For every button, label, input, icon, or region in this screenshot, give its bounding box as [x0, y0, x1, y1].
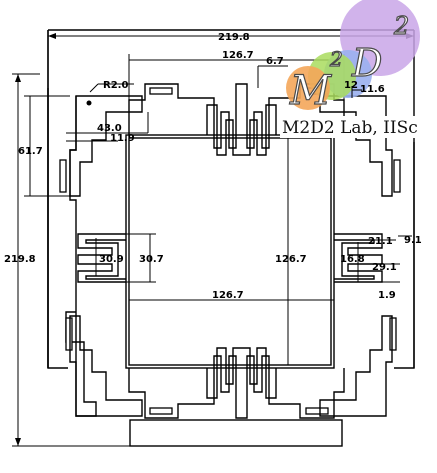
flexure-top-inner	[206, 104, 277, 156]
left-slot-lower	[65, 317, 73, 351]
dim-inner-width-top: 126.7	[222, 50, 254, 61]
corner-bracket-tl	[69, 95, 143, 197]
dim-arrow	[15, 74, 21, 82]
top-slot-left	[149, 87, 173, 95]
flexure-left	[77, 233, 126, 283]
dim-inner-width-middle: 126.7	[212, 290, 244, 301]
bottom-slot-right	[305, 407, 329, 415]
central-platform	[125, 134, 335, 369]
logo-letter-2b: 2	[393, 12, 409, 40]
flexure-left-inner	[85, 239, 126, 280]
inner-window	[128, 137, 332, 366]
dim-arrow	[15, 438, 21, 446]
logo-letter-2a: 2	[329, 47, 343, 71]
right-slot-upper	[393, 159, 401, 193]
dim-top-slot: 6.7	[266, 56, 284, 67]
brand-label: M2D2 Lab, IISc	[282, 118, 418, 138]
m2d2-logo: M 2 D 2	[286, 0, 420, 115]
dim-right-e: 1.9	[378, 290, 396, 301]
corner-bracket-bl	[69, 315, 143, 417]
bottom-tab	[129, 419, 343, 447]
dim-line-radius	[89, 83, 99, 93]
left-slot-upper	[59, 159, 67, 193]
dim-overall-width: 219.8	[218, 32, 250, 43]
flexure-right	[334, 233, 383, 283]
dim-right-c: 16.8	[340, 254, 365, 265]
dim-corner-radius: R2.0	[103, 80, 128, 91]
dim-overall-height: 219.8	[4, 254, 36, 265]
dim-right-b: 9.1	[404, 235, 422, 246]
dim-inner-height-right: 126.7	[275, 254, 307, 265]
radius-point	[86, 100, 92, 106]
flexure-bottom-inner	[206, 347, 277, 399]
corner-bracket-br	[319, 315, 393, 417]
logo-letter-m: M	[289, 68, 332, 114]
dim-right-d: 29.1	[372, 262, 397, 273]
dim-arrow	[48, 33, 56, 39]
dim-logo-b: 11.6	[360, 84, 385, 95]
dim-flexure-gap: 11.9	[110, 133, 135, 144]
flexure-bottom	[128, 355, 345, 419]
dim-logo-a: 12	[344, 80, 358, 91]
corner-bracket-tr	[319, 95, 393, 197]
dim-left-flexure: 30.9	[99, 254, 124, 265]
logo-letter-d: D	[351, 41, 382, 85]
outer-frame-right-side	[394, 142, 415, 369]
dim-right-a: 21.1	[368, 236, 393, 247]
right-slot-lower	[389, 317, 397, 351]
dim-left-height: 61.7	[18, 146, 43, 157]
logo-circle-orange	[286, 66, 330, 110]
bottom-slot-left	[149, 407, 173, 415]
dim-inner-height-left: 30.7	[139, 254, 164, 265]
brand-label-bg	[280, 116, 436, 138]
dim-flexure-offset: 43.0	[97, 123, 122, 134]
